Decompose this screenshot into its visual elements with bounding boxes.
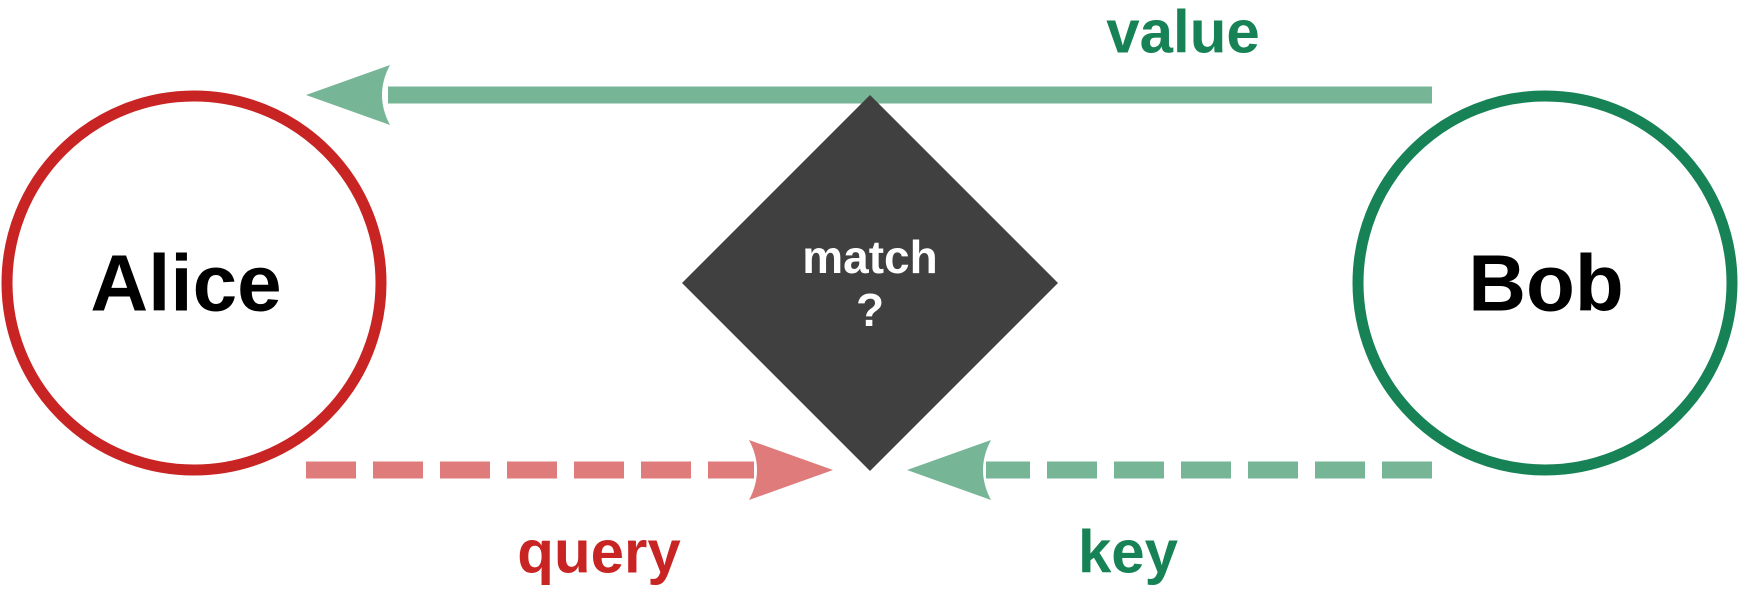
query-arrow (306, 440, 833, 500)
key-label: key (1078, 519, 1179, 586)
match-node: match ? (682, 95, 1058, 471)
query-arrowhead (749, 440, 833, 500)
bob-node: Bob (1352, 90, 1738, 476)
alice-label: Alice (90, 239, 281, 328)
bob-circle (1352, 90, 1738, 476)
match-diamond (682, 95, 1058, 471)
key-arrowhead (907, 440, 991, 500)
query-label: query (517, 519, 681, 586)
value-arrow (306, 65, 1432, 125)
alice-node: Alice (1, 90, 387, 476)
key-arrow (907, 440, 1432, 500)
match-question-mark: ? (856, 284, 884, 336)
match-label: match (802, 231, 937, 283)
value-label: value (1106, 0, 1259, 66)
value-arrowhead (306, 65, 390, 125)
alice-circle (1, 90, 387, 476)
bob-label: Bob (1468, 239, 1624, 328)
